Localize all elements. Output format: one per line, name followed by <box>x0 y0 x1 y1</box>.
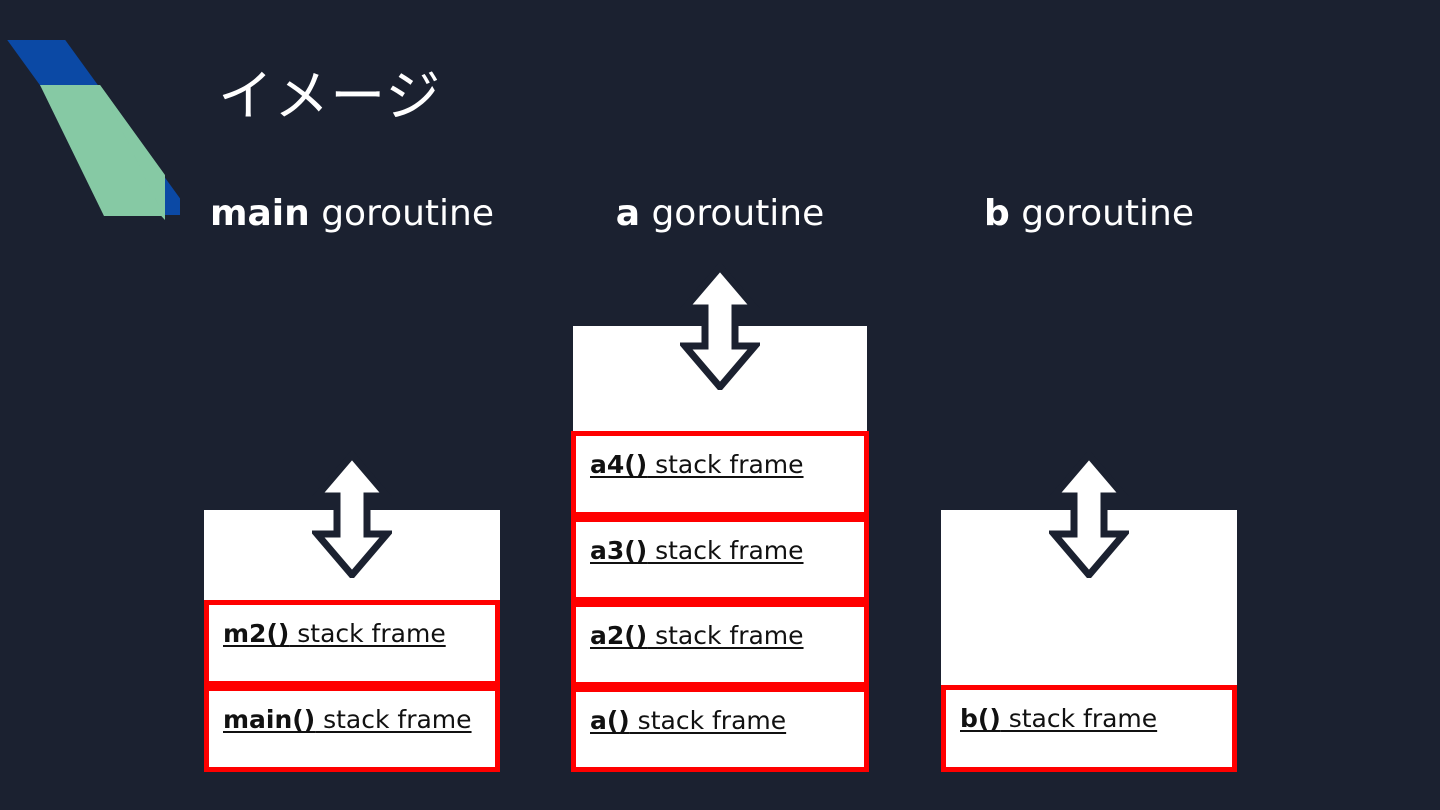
stack-frame-label: m2() stack frame <box>223 619 446 648</box>
stack-frame-rest: stack frame <box>629 706 787 735</box>
stack-headroom-b <box>941 510 1237 685</box>
stack-frame-fn: a() <box>590 706 630 735</box>
stack-frame-main[interactable]: main() stack frame <box>204 686 500 772</box>
stack-frame-fn: a3() <box>590 536 648 565</box>
stack-headroom-a <box>573 326 867 431</box>
stack-frame-fn: a4() <box>590 450 648 479</box>
logo-blue-parallelogram <box>7 40 180 215</box>
stack-frame-label: a3() stack frame <box>590 536 804 565</box>
stack-frame-rest: stack frame <box>289 619 446 648</box>
stack-frame-label: a4() stack frame <box>590 450 804 479</box>
stack-frame-fn: b() <box>960 704 1001 733</box>
stack-frame-label: a2() stack frame <box>590 621 804 650</box>
stack-main: m2() stack frame main() stack frame <box>204 510 500 772</box>
column-header-b-bold: b <box>983 193 1010 234</box>
column-header-a-bold: a <box>615 193 641 234</box>
stack-a: a4() stack frame a3() stack frame a2() s… <box>571 326 869 772</box>
column-header-b: b goroutine <box>941 196 1237 232</box>
stack-frame-rest: stack frame <box>647 450 804 479</box>
logo-green-tail <box>100 85 164 216</box>
stack-frame-label: a() stack frame <box>590 706 786 735</box>
column-header-main: main goroutine <box>204 196 500 232</box>
stack-frame-a[interactable]: a() stack frame <box>571 687 869 772</box>
stack-headroom-main <box>204 510 500 600</box>
stack-frame-rest: stack frame <box>647 536 804 565</box>
stack-frame-rest: stack frame <box>1000 704 1158 733</box>
column-header-main-bold: main <box>209 193 310 234</box>
column-b-goroutine: b goroutine b() stack frame <box>941 196 1237 772</box>
stack-frame-rest: stack frame <box>315 705 472 734</box>
logo-green-parallelogram <box>40 85 165 220</box>
logo-green-parallelogram-b <box>40 85 164 216</box>
stack-b: b() stack frame <box>941 510 1237 772</box>
column-header-a-rest: goroutine <box>640 193 825 234</box>
stack-frame-a2[interactable]: a2() stack frame <box>571 602 869 687</box>
stack-frame-label: b() stack frame <box>960 704 1157 733</box>
stack-frame-label: main() stack frame <box>223 705 472 734</box>
stack-frame-rest: stack frame <box>647 621 804 650</box>
stack-frame-m2[interactable]: m2() stack frame <box>204 600 500 686</box>
page-title: イメージ <box>218 64 442 128</box>
stack-frame-a3[interactable]: a3() stack frame <box>571 517 869 602</box>
column-header-b-rest: goroutine <box>1009 193 1195 234</box>
column-main-goroutine: main goroutine m2() stack frame main() s… <box>204 196 500 772</box>
logo-parallelograms <box>7 40 180 220</box>
column-a-goroutine: a goroutine a4() stack frame a3() stack … <box>571 196 869 772</box>
stack-frame-fn: main() <box>223 705 316 734</box>
column-header-main-rest: goroutine <box>309 193 495 234</box>
stack-frame-fn: m2() <box>223 619 290 648</box>
stack-frame-fn: a2() <box>590 621 648 650</box>
column-header-a: a goroutine <box>571 196 869 232</box>
stack-frame-b[interactable]: b() stack frame <box>941 685 1237 772</box>
stack-frame-a4[interactable]: a4() stack frame <box>571 431 869 517</box>
